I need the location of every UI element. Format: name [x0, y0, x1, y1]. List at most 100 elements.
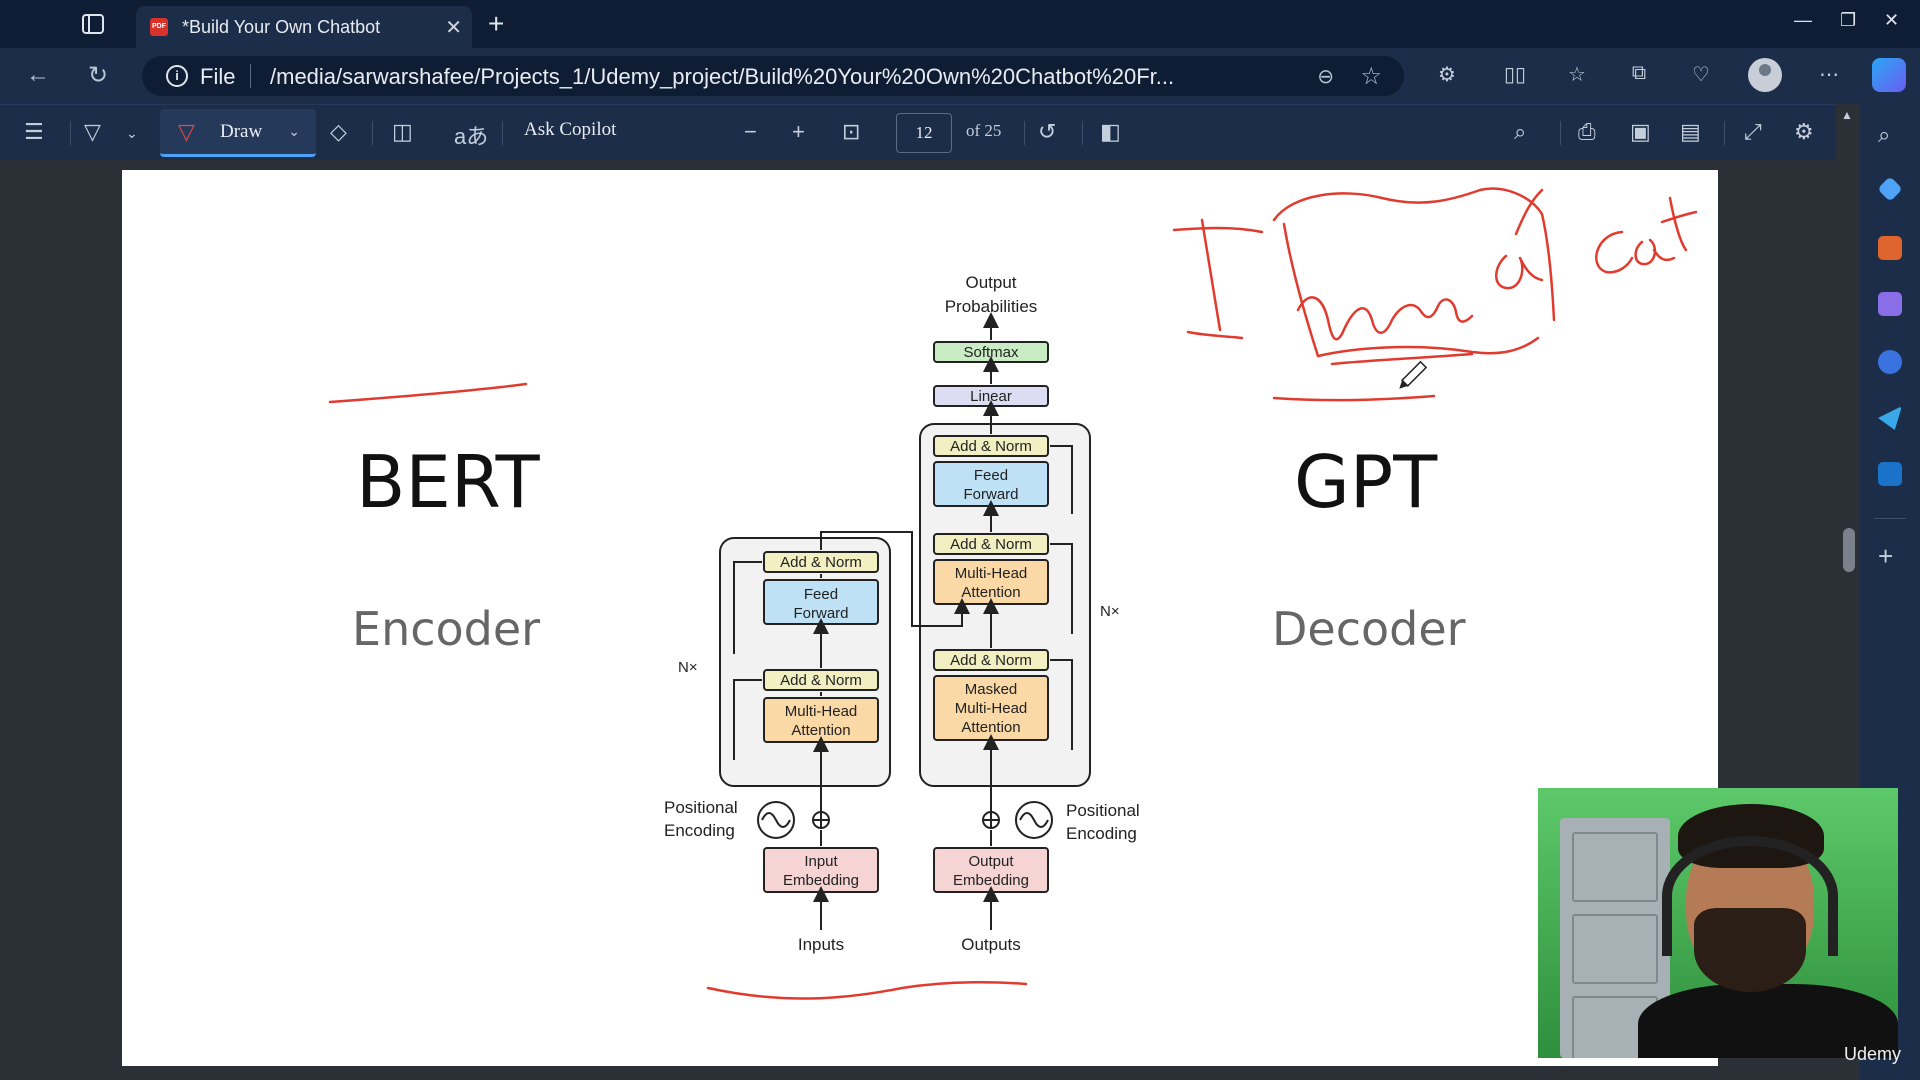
page-number-input[interactable]: 12 [896, 113, 952, 153]
ink-box-bottom [1316, 336, 1540, 358]
address-bar[interactable]: i File /media/sarwarshafee/Projects_1/Ud… [142, 56, 1404, 96]
output-probabilities-label-2: Probabilities [945, 297, 1038, 316]
page-view-icon[interactable]: ◧ [1100, 119, 1121, 144]
encoder-mha-label-1: Multi-Head [785, 703, 858, 720]
print-icon[interactable]: ⎙ [1578, 119, 1596, 144]
transformer-diagram: Add & Norm Feed Forward Add & Norm Multi… [328, 187, 1698, 1000]
save-as-icon[interactable]: ▤ [1680, 119, 1701, 144]
ink-letter-i [1172, 218, 1264, 340]
ink-have [1282, 222, 1474, 358]
collections-icon[interactable]: ⧉ [1631, 62, 1647, 84]
sidebar-outlook-icon[interactable] [1878, 462, 1902, 486]
input-embedding-label-2: Embedding [783, 872, 859, 889]
ink-have-underline [1330, 352, 1474, 366]
encoder-label: Encoder [352, 602, 541, 656]
encoder-ff-label-1: Feed [804, 586, 838, 603]
outputs-label: Outputs [961, 935, 1021, 954]
fullscreen-icon[interactable]: ⤢ [1744, 119, 1762, 144]
ask-copilot-button[interactable]: Ask Copilot [524, 119, 617, 140]
decoder-add-norm-1-label: Add & Norm [950, 438, 1032, 455]
fit-width-icon[interactable]: ⊡ [842, 119, 861, 144]
decoder-ff-label-2: Forward [963, 486, 1018, 503]
add-text-icon[interactable]: ◫ [392, 119, 413, 144]
settings-gear-icon[interactable]: ⚙ [1794, 119, 1814, 144]
split-screen-icon[interactable]: ▯▯ [1503, 64, 1526, 86]
back-icon[interactable]: ← [26, 61, 50, 88]
ink-underline-left [328, 382, 528, 404]
decoder-add-norm-3 [933, 649, 1049, 671]
decoder-positional-label-2: Encoding [1066, 824, 1137, 843]
more-menu-icon[interactable]: ⋯ [1819, 64, 1839, 86]
encoder-block [719, 537, 891, 787]
inputs-label: Inputs [798, 935, 844, 954]
decoder-masked-label: Masked [965, 681, 1018, 698]
site-info-icon[interactable]: i [166, 65, 188, 87]
copilot-icon[interactable] [1872, 58, 1906, 92]
softmax-label: Softmax [963, 344, 1019, 361]
profile-avatar[interactable] [1748, 58, 1782, 92]
address-url[interactable]: /media/sarwarshafee/Projects_1/Udemy_pro… [270, 64, 1175, 89]
chevron-down-icon[interactable]: ⌄ [288, 123, 300, 139]
read-aloud-icon[interactable]: aあ [454, 124, 489, 149]
toolbar-divider [1082, 121, 1083, 145]
restore-icon[interactable]: ❐ [1840, 10, 1857, 30]
ink-a [1495, 254, 1544, 290]
browser-tab[interactable]: PDF *Build Your Own Chatbot ✕ [136, 6, 472, 48]
decoder-add-norm-2-label: Add & Norm [950, 536, 1032, 553]
refresh-icon[interactable]: ↻ [88, 62, 109, 89]
zoom-in-icon[interactable]: + [792, 119, 805, 144]
sidebar-add-icon[interactable]: + [1878, 541, 1894, 571]
browser-essentials-icon[interactable]: ♡ [1692, 64, 1710, 86]
diagram-arrows [733, 312, 1073, 930]
sidebar-tag-icon[interactable] [1877, 176, 1903, 202]
decoder-ff-label-1: Feed [974, 467, 1008, 484]
gpt-title: GPT [1294, 440, 1438, 524]
tab-bar: PDF *Build Your Own Chatbot ✕ + — ❐ ✕ [0, 0, 1920, 48]
tab-title: *Build Your Own Chatbot [182, 17, 381, 37]
extensions-icon[interactable]: ⚙ [1438, 64, 1456, 86]
encoder-positional-label-2: Encoding [664, 821, 735, 840]
save-icon[interactable]: ▣ [1630, 119, 1651, 144]
favorites-icon[interactable]: ☆ [1568, 64, 1586, 86]
ink-underline-right [1272, 394, 1436, 402]
webcam-overlay [1538, 788, 1898, 1058]
chevron-down-icon[interactable]: ⌄ [126, 125, 138, 141]
eraser-icon[interactable]: ◇ [330, 119, 347, 144]
zoom-out-icon[interactable]: − [744, 119, 757, 144]
draw-button[interactable]: ▽ Draw ⌄ [160, 109, 316, 157]
window-close-icon[interactable]: ✕ [1884, 10, 1900, 30]
sidebar-search-icon[interactable]: ⌕ [1878, 122, 1891, 147]
sidebar-tools-icon[interactable] [1878, 236, 1902, 260]
decoder-nx-label: N× [1100, 603, 1120, 620]
decoder-add-norm-2 [933, 533, 1049, 555]
minimize-icon[interactable]: — [1794, 10, 1812, 30]
scroll-up-icon[interactable]: ▲ [1841, 108, 1853, 122]
new-tab-button[interactable]: + [488, 8, 505, 39]
zoom-icon[interactable]: ⊖ [1317, 66, 1334, 88]
tab-actions-icon[interactable] [80, 11, 106, 37]
table-of-contents-icon[interactable]: ☰ [24, 119, 44, 144]
search-icon[interactable]: ⌕ [1514, 119, 1527, 144]
sidebar-games-icon[interactable] [1878, 292, 1902, 316]
presenter-shirt [1638, 984, 1898, 1058]
encoder-positional-label-1: Positional [664, 798, 738, 817]
pdf-toolbar: ☰ ▽ ⌄ ▽ Draw ⌄ ◇ ◫ aあ Ask Copilot − + ⊡ … [0, 104, 1860, 160]
decoder-label: Decoder [1272, 602, 1466, 656]
close-icon[interactable]: ✕ [445, 17, 462, 39]
page-total: of 25 [966, 121, 1002, 140]
encoder-nx-label: N× [678, 659, 698, 676]
toolbar-divider [502, 121, 503, 145]
ink-stroke [1514, 188, 1544, 236]
output-embedding-label-1: Output [968, 853, 1014, 870]
sidebar-divider [1874, 518, 1906, 519]
sidebar-copilot-icon[interactable] [1878, 350, 1902, 374]
highlight-icon[interactable]: ▽ [84, 119, 101, 144]
scrollbar-thumb[interactable] [1843, 528, 1855, 572]
rotate-icon[interactable]: ↺ [1038, 119, 1057, 144]
input-embedding-label-1: Input [804, 853, 838, 870]
sidebar-send-icon[interactable] [1878, 406, 1902, 430]
favorite-star-icon[interactable]: ☆ [1360, 63, 1382, 90]
decoder-add-norm-1 [933, 435, 1049, 457]
pdf-icon: PDF [150, 18, 168, 36]
toolbar-divider [70, 121, 71, 145]
